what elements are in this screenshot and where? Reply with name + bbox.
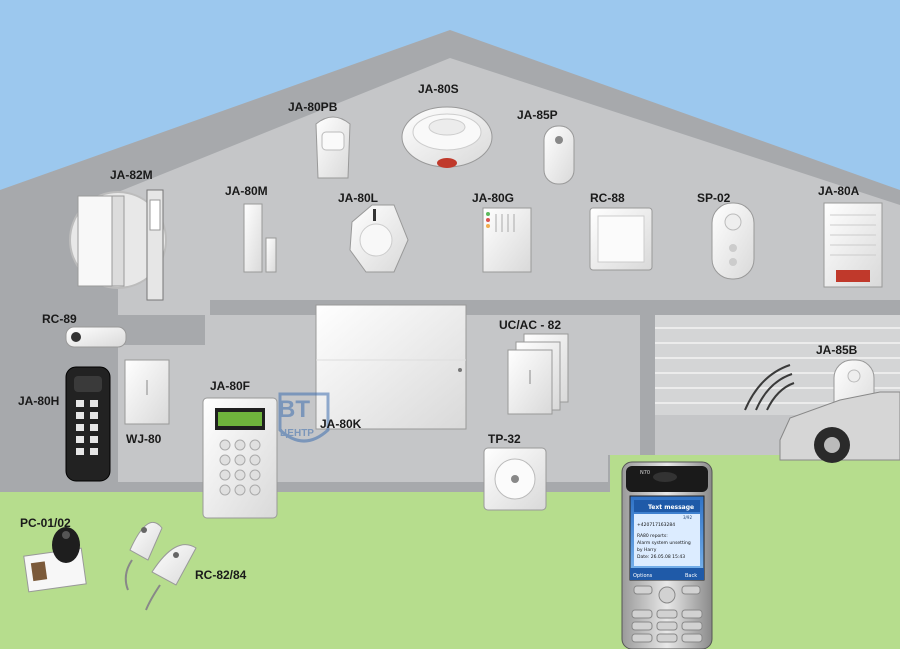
label-ja80h: JA-80H: [18, 394, 60, 408]
mobile-phone: N70 Text message 3/92 +420717163284 RA80…: [621, 461, 713, 649]
ja80l-siren: [349, 204, 409, 273]
watermark-big-text: BT: [278, 396, 310, 423]
attic-area: [118, 58, 900, 315]
rc8284-keyfobs: [124, 522, 197, 611]
label-wj80: WJ-80: [126, 432, 162, 446]
label-pc0102: PC-01/02: [20, 516, 71, 530]
ja80pb-detector: [315, 116, 351, 179]
label-ja80f: JA-80F: [210, 379, 251, 393]
label-ja80g: JA-80G: [472, 191, 515, 205]
ja82m-detector: [69, 189, 167, 301]
sp02-detector: [711, 202, 755, 280]
label-ja82m: JA-82M: [110, 168, 153, 182]
ucac82-modules: [507, 333, 569, 415]
ja85p-detector: [543, 125, 575, 185]
ja80f-keypad: [202, 397, 278, 519]
ja80a-siren: [823, 202, 883, 288]
phone-counter: 3/92: [683, 515, 692, 520]
phone-number: +420717163284: [637, 522, 675, 528]
phone-model: N70: [640, 470, 650, 476]
pc0102-card: [23, 527, 87, 593]
phone-soft-right: Back: [685, 573, 697, 579]
phone-soft-left: Options: [633, 573, 653, 579]
label-ja80a: JA-80A: [818, 184, 860, 198]
label-ja80m: JA-80M: [225, 184, 268, 198]
ja80s-smoke-detector: [401, 106, 493, 168]
watermark-shield-icon: [278, 392, 330, 443]
phone-body-3: by Harry: [637, 547, 657, 553]
label-sp02: SP-02: [697, 191, 731, 205]
phone-body-2: Alarm system unsetting: [637, 540, 691, 546]
label-rc8284: RC-82/84: [195, 568, 247, 582]
car: [779, 391, 900, 463]
phone-body-1: RA80 reports:: [637, 533, 668, 539]
label-ja80pb: JA-80PB: [288, 100, 338, 114]
phone-body-4: Date: 26.05.08 15:43: [637, 554, 685, 560]
label-ucac82: UC/AC - 82: [499, 318, 562, 332]
ja80m-detector: [243, 203, 277, 273]
ja80g-gas-detector: [482, 207, 532, 273]
phone-header: Text message: [648, 504, 694, 511]
label-ja80s: JA-80S: [418, 82, 459, 96]
rc89-fob: [65, 326, 127, 348]
watermark-small-text: ЦЕНТР: [280, 428, 314, 439]
label-ja85p: JA-85P: [517, 108, 558, 122]
label-ja80l: JA-80L: [338, 191, 379, 205]
tp32-thermostat: [483, 447, 547, 511]
label-tp32: TP-32: [488, 432, 521, 446]
ja80k-control-panel: [315, 304, 467, 430]
rc88-switch: [589, 207, 653, 271]
label-ja85b: JA-85B: [816, 343, 858, 357]
wj80-module: [124, 359, 170, 425]
ja80h-keypad: [65, 366, 111, 482]
label-ja80k: JA-80K: [320, 417, 362, 431]
label-rc88: RC-88: [590, 191, 625, 205]
label-rc89: RC-89: [42, 312, 77, 326]
watermark-logo: BT ЦЕНТР: [272, 390, 336, 454]
